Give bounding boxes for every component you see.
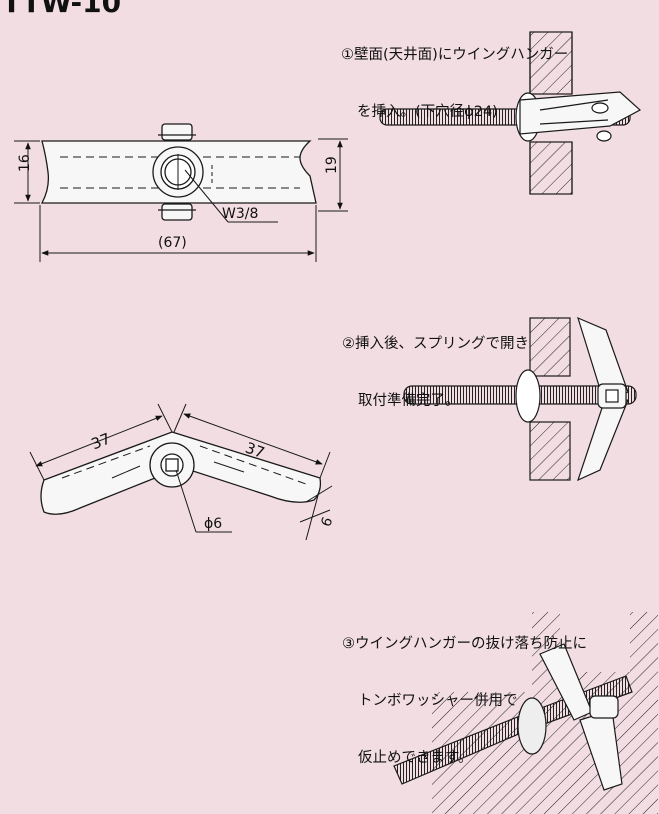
step1-caption: ①壁面(天井面)にウイングハンガー を挿入。(下穴径ϕ24) [341, 8, 568, 141]
step3-line2: トンボワッシャー併用で [358, 693, 518, 709]
step2-caption: ②挿入後、スプリングで開き 取付準備完了。 [342, 297, 529, 430]
step2-line2: 取付準備完了。 [358, 393, 460, 409]
dim-right-height: 19 [324, 156, 340, 174]
step1-line1: ①壁面(天井面)にウイングハンガー [341, 47, 569, 63]
step3-caption: ③ウイングハンガーの抜け落ち防止に トンボワッシャー併用で 仮止めできます。 [342, 597, 587, 787]
step3-line1: ③ウイングハンガーの抜け落ち防止に [342, 636, 587, 652]
step3-illustration [393, 612, 658, 814]
dim-wing-left: 37 [89, 430, 113, 454]
dim-total-length: (67) [158, 235, 187, 251]
dim-thread: W3/8 [222, 206, 258, 222]
step2-illustration [403, 316, 637, 482]
step1-line2: を挿入。(下穴径ϕ24) [357, 104, 498, 120]
step3-line3: 仮止めできます。 [358, 750, 473, 766]
step1-illustration [379, 31, 642, 195]
dim-wing-right: 37 [243, 439, 267, 462]
step2-line1: ②挿入後、スプリングで開き [342, 336, 529, 352]
wing-view-drawing [29, 403, 333, 541]
dim-left-height: 16 [17, 154, 33, 172]
top-view-drawing [14, 123, 348, 262]
dim-hole: ϕ6 [204, 516, 222, 532]
product-code: TTW-10 [2, 0, 122, 19]
dim-thickness: 6 [318, 515, 336, 529]
